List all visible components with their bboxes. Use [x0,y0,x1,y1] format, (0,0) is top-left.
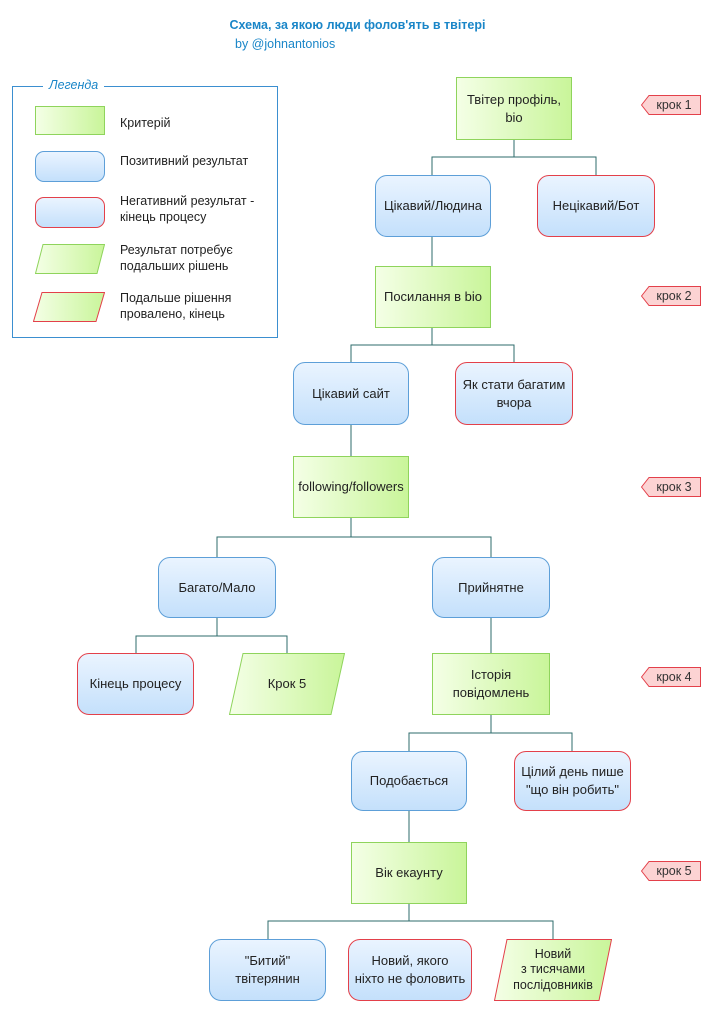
node-boring-bot: Нецікавий/Бот [537,175,655,237]
node-get-rich: Як стати багатим вчора [455,362,573,425]
node-acceptable: Прийнятне [432,557,550,618]
legend-positive-label: Позитивний результат [120,154,249,168]
diagram-title: Схема, за якою люди фолов'ять в твітері [229,18,486,32]
legend-criterion-swatch [35,106,105,135]
diagram-subtitle: by @johnantonios [235,37,336,51]
legend-further-label: Результат потребує подальших рішень [120,243,233,274]
node-following-followers: following/followers [293,456,409,518]
node-new-thousands: Новий з тисячами послідовників [494,939,612,1001]
node-many-few: Багато/Мало [158,557,276,618]
connector [267,904,554,939]
legend-negative-label: Негативний результат - кінець процесу [120,194,255,225]
connector [135,618,288,653]
legend-negative-swatch [35,197,105,228]
step-badge-1: крок 1 [641,95,701,115]
node-account-age: Вік екаунту [351,842,467,904]
node-interesting-site: Цікавий сайт [293,362,409,425]
node-end-of-process: Кінець процесу [77,653,194,715]
node-veteran: "Битий" твітерянин [209,939,326,1001]
node-all-day: Цілий день пише "що він робить" [514,751,631,811]
connector [408,715,573,751]
legend-failed-label: Подальше рішення провалено, кінець [120,291,232,322]
node-link-in-bio: Посилання в bio [375,266,491,328]
legend-further-swatch [35,244,105,274]
legend-title: Легенда [43,78,105,92]
step-badge-2: крок 2 [641,286,701,306]
legend-failed-swatch [33,292,105,322]
step-badge-4: крок 4 [641,667,701,687]
connector [350,328,515,362]
node-step5: Крок 5 [229,653,345,715]
node-tweet-history: Історія повідомлень [432,653,550,715]
node-new-nobody: Новий, якого ніхто не фоловить [348,939,472,1001]
node-likes: Подобається [351,751,467,811]
connector [216,518,492,557]
node-twitter-profile: Твітер профіль, bio [456,77,572,140]
connector [431,140,597,175]
legend-positive-swatch [35,151,105,182]
step-badge-3: крок 3 [641,477,701,497]
legend-criterion-label: Критерій [120,116,171,130]
step-badge-5: крок 5 [641,861,701,881]
legend-box: Легенда [12,78,278,338]
node-interesting-human: Цікавий/Людина [375,175,491,237]
